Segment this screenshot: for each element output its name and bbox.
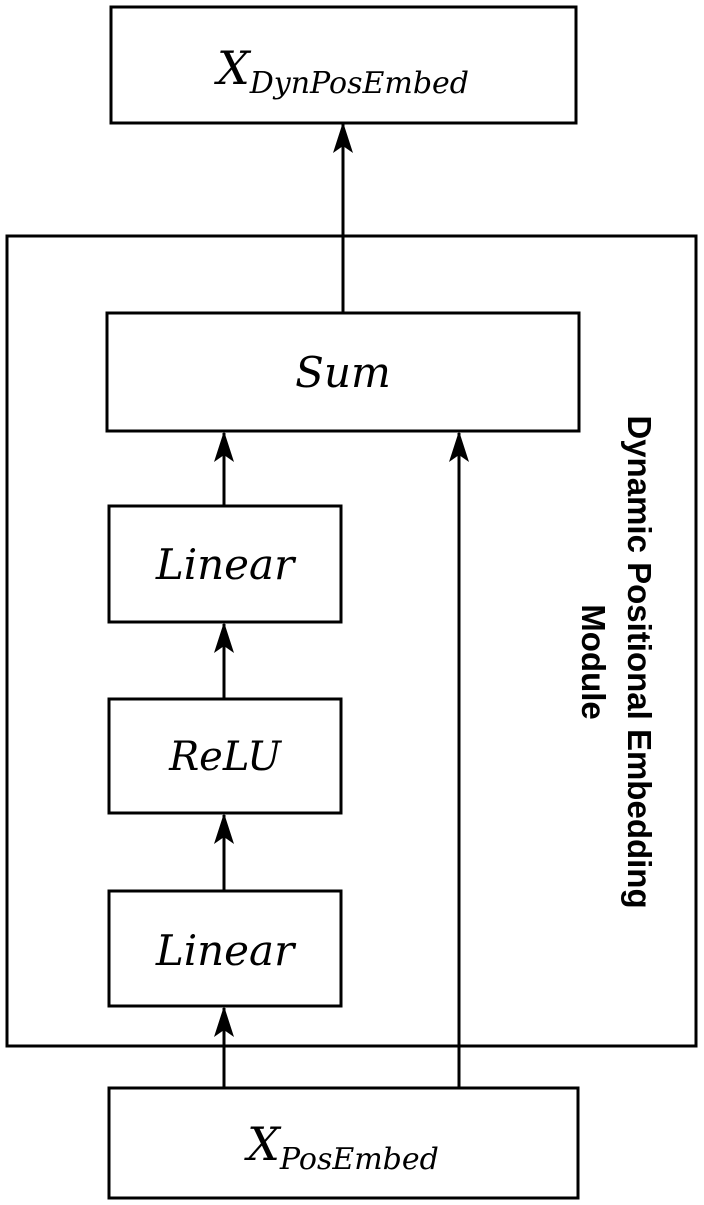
arrowhead-linear-bottom bbox=[214, 1006, 234, 1037]
node-input: XPosEmbed bbox=[107, 1086, 580, 1200]
node-linear-bottom-label: Linear bbox=[155, 926, 297, 975]
node-sum: Sum bbox=[105, 311, 581, 433]
module-label-line1: Dynamic Positional Embedding bbox=[621, 415, 658, 908]
node-linear-top-label: Linear bbox=[155, 540, 297, 589]
node-input-label: XPosEmbed bbox=[244, 1117, 439, 1177]
module-label: Dynamic Positional Embedding Module bbox=[575, 415, 658, 908]
node-linear-top: Linear bbox=[107, 504, 343, 624]
node-output-base: X bbox=[214, 41, 252, 95]
node-relu-label: ReLU bbox=[168, 734, 282, 780]
node-input-subscript: PosEmbed bbox=[279, 1142, 439, 1177]
node-sum-box bbox=[105, 311, 581, 433]
node-linear-top-box bbox=[107, 504, 343, 624]
node-output-label: XDynPosEmbed bbox=[214, 41, 469, 101]
node-input-box bbox=[107, 1086, 580, 1200]
node-output-box bbox=[109, 5, 578, 125]
arrowhead-linear-top bbox=[214, 622, 234, 653]
arrowheads bbox=[214, 122, 469, 1037]
node-linear-bottom-box bbox=[107, 889, 343, 1008]
node-sum-label: Sum bbox=[295, 348, 391, 397]
node-relu-box bbox=[107, 697, 343, 815]
node-linear-bottom: Linear bbox=[107, 889, 343, 1008]
module-label-line2: Module bbox=[575, 604, 612, 719]
node-output-subscript: DynPosEmbed bbox=[249, 66, 469, 101]
node-relu: ReLU bbox=[107, 697, 343, 815]
arrowhead-sum-left bbox=[214, 431, 234, 462]
arrowhead-sum-right bbox=[449, 431, 469, 462]
node-input-base: X bbox=[244, 1117, 282, 1171]
arrowhead-relu bbox=[214, 813, 234, 844]
arrowhead-output bbox=[333, 122, 353, 153]
node-output: XDynPosEmbed bbox=[109, 5, 578, 125]
